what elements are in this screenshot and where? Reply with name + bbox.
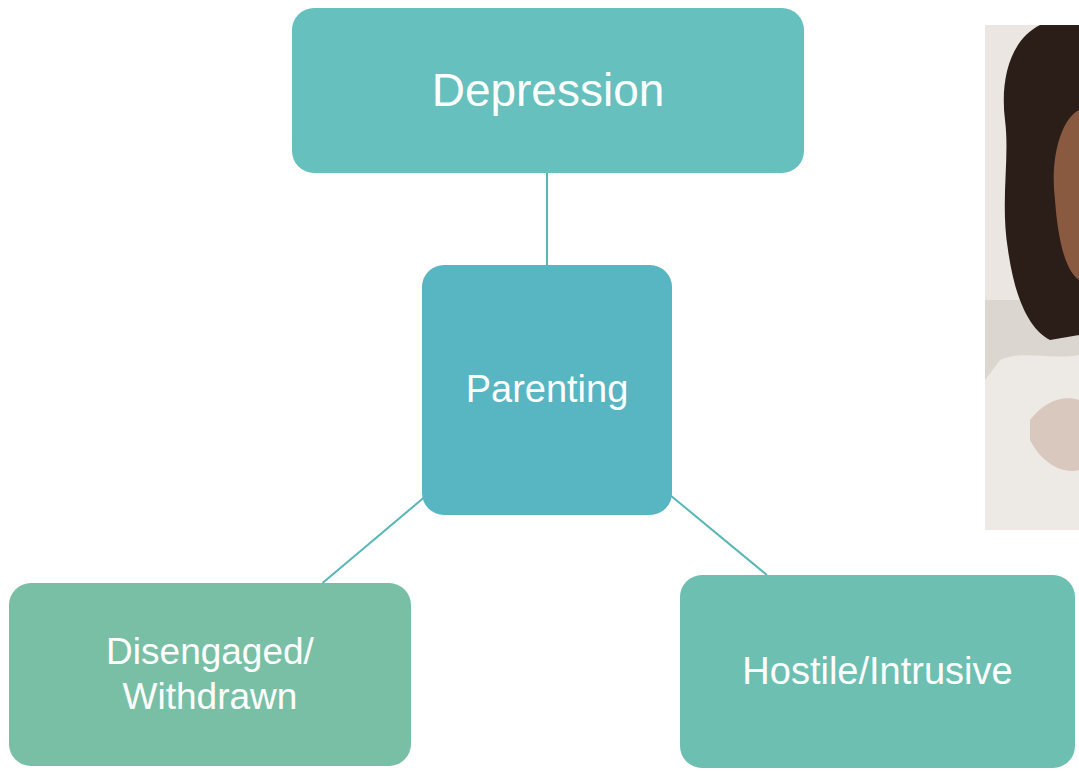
style-box: Disengaged/ Withdrawn (9, 583, 411, 766)
node-label: Hostile/Intrusive (742, 649, 1012, 695)
node-label: Parenting (466, 367, 629, 413)
node-label: Disengaged/ Withdrawn (90, 630, 330, 719)
style-box: Hostile/Intrusive (680, 575, 1075, 768)
node-label: Depression (432, 63, 665, 118)
connector-line (323, 498, 424, 584)
process-box: Parenting (422, 265, 672, 515)
connector-line (670, 495, 767, 575)
outcome-box: Depression (292, 8, 804, 173)
connector-line (546, 173, 548, 265)
